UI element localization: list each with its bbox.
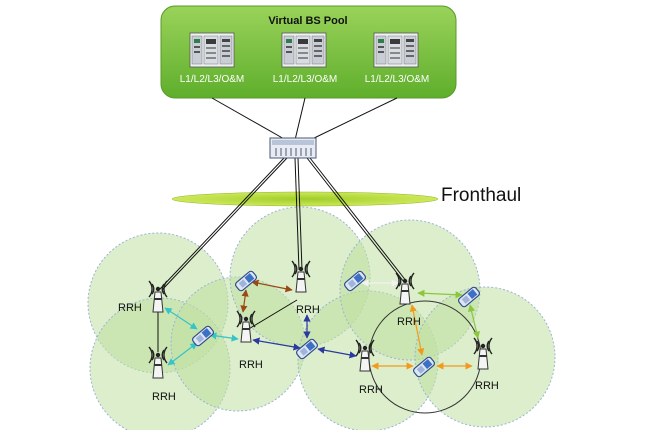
pool-to-switch-lines (211, 97, 398, 141)
server-label-1: L1/L2/L3/O&M (180, 74, 244, 85)
pool-title: Virtual BS Pool (268, 15, 347, 27)
server-rack-icon (189, 32, 235, 68)
ue-links (164, 279, 480, 370)
virtual-bs-pool: Virtual BS Pool L1/L2/L3/O&M L1/L2/L3/O&… (160, 5, 457, 99)
rrh-label-2: RRH (152, 391, 176, 403)
rrh-label-1: RRH (118, 302, 142, 314)
server-label-3: L1/L2/L3/O&M (365, 74, 429, 85)
fronthaul-label: Fronthaul (441, 185, 521, 206)
switch-icon (269, 137, 317, 159)
rrh-label-5: RRH (397, 316, 421, 328)
rrh-label-6: RRH (359, 384, 383, 396)
server-rack-icon (373, 32, 419, 68)
rrh-label-4: RRH (296, 304, 320, 316)
fronthaul-links (157, 157, 408, 352)
server-rack-icon (281, 32, 327, 68)
rrh-label-3: RRH (239, 359, 263, 371)
server-label-2: L1/L2/L3/O&M (273, 74, 337, 85)
rrh-labels: RRH RRH RRH RRH RRH RRH RRH (118, 302, 499, 403)
fronthaul-ring (171, 191, 439, 207)
rrh-label-7: RRH (475, 380, 499, 392)
